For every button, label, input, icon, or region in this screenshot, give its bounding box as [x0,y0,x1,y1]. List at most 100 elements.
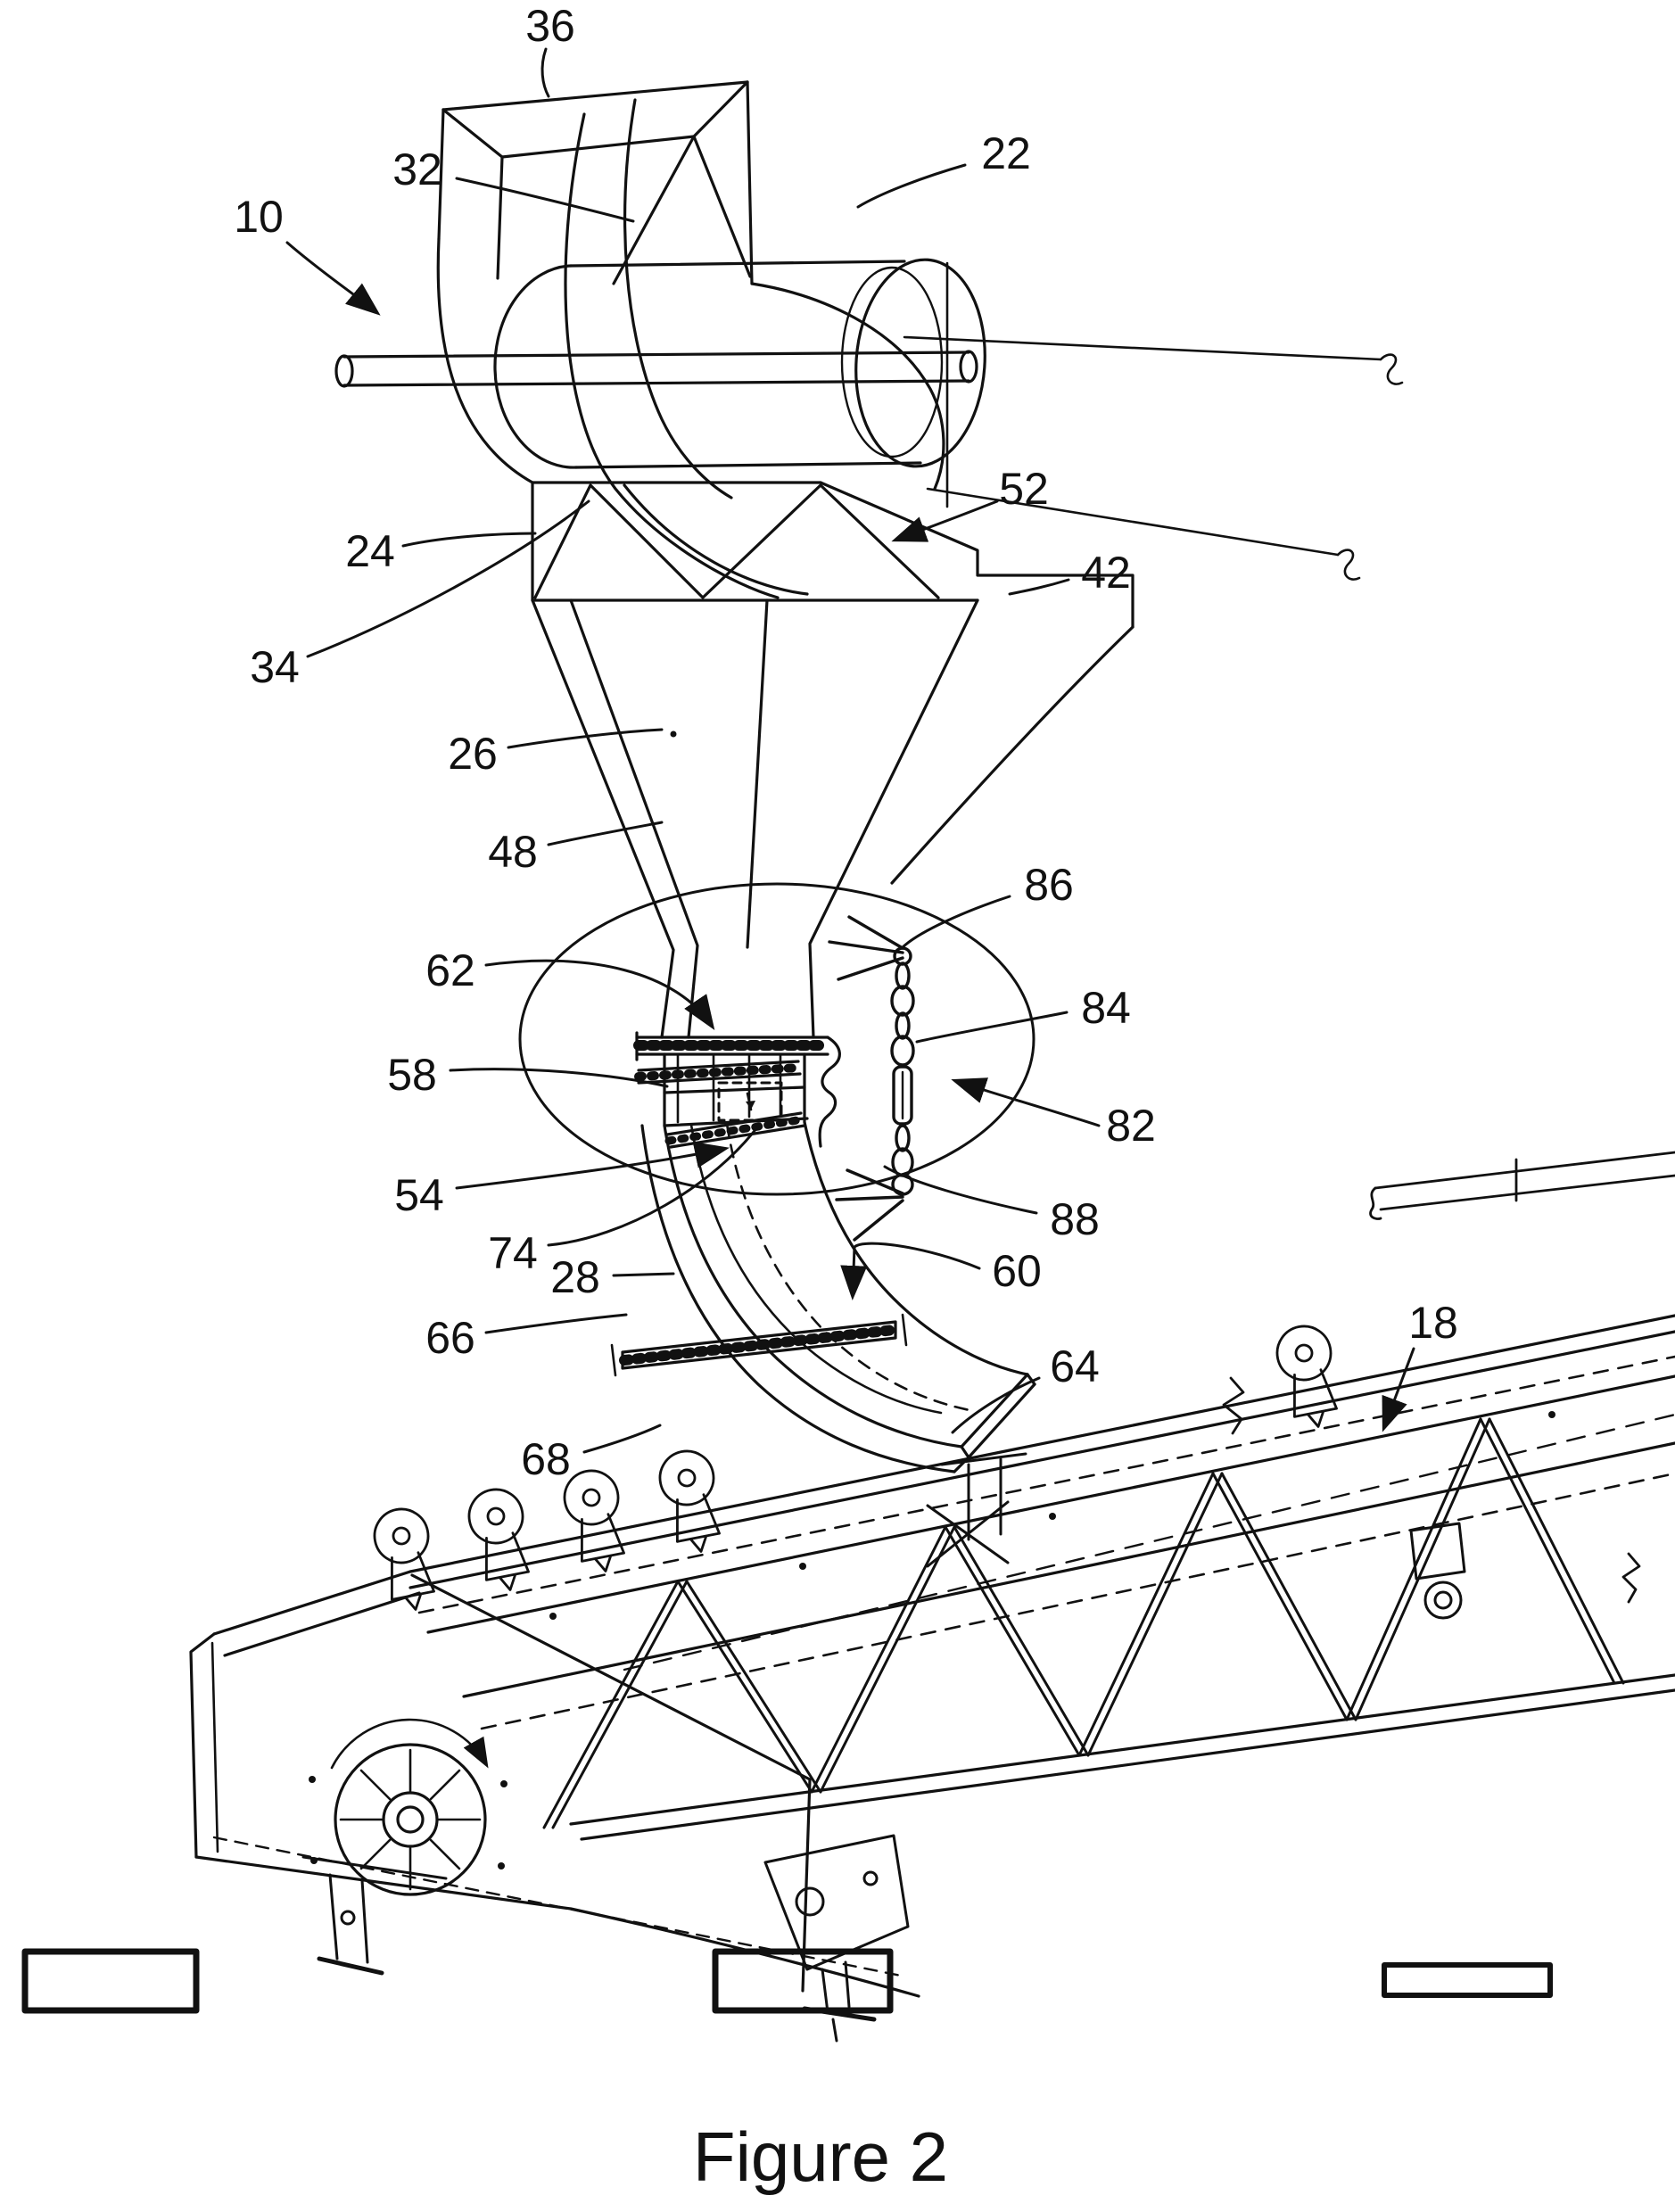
opening-74-dashed [717,1081,783,1122]
ref-label-18: 18 [1408,1298,1458,1348]
break-mark [1336,549,1361,581]
leader-lines [285,47,1415,1434]
ref-label-52: 52 [999,464,1049,514]
funnel-left-edge [531,598,675,1039]
discharge-spout [610,1120,1036,1473]
ref-label-82: 82 [1106,1101,1156,1151]
funnel-back-edge [890,625,1135,885]
ref-label-22: 22 [981,128,1031,178]
leader-42 [1008,578,1070,596]
ref-label-28: 28 [550,1252,600,1302]
drum-left-arc [493,264,578,469]
torn-edge [818,1036,841,1148]
ref-label-84: 84 [1081,983,1131,1033]
turnbuckle [892,1065,913,1126]
ref-label-32: 32 [392,144,442,194]
ref-label-42: 42 [1081,548,1131,598]
box-top-edge [441,80,749,111]
ref-label-54: 54 [394,1170,444,1220]
drum-shaft [342,351,970,359]
leader-62-arrow [484,959,715,1030]
chain-tensioner [828,915,915,1242]
funnel-right-edge [808,598,979,1039]
ref-label-68: 68 [521,1434,571,1484]
reference-labels: 10 36 32 22 52 42 24 34 26 48 62 58 54 7… [234,1,1458,1484]
drive-box [1409,1522,1466,1620]
flange-detail [633,1031,841,1149]
ground-pad-left [21,1948,200,2014]
ground-pad-right [1382,1962,1553,1998]
ref-label-24: 24 [345,526,395,576]
leader-34 [306,499,590,658]
leader-36 [540,47,550,98]
ref-label-64: 64 [1050,1341,1100,1391]
break-mark [1379,353,1404,385]
left-end-box [189,1570,920,1998]
drum-right-end [854,258,986,468]
truss-diagonals [542,1417,1625,1829]
spout-left-wall [663,1124,963,1449]
leader-74 [547,1122,762,1247]
clamp-deck-lower [665,1111,803,1136]
left-wall-profile [436,237,534,484]
detail-balloon [518,882,1036,1196]
leader-10-arrow [285,241,381,316]
leader-32 [455,177,635,223]
truss-bottom-chord [569,1673,1675,1826]
ref-label-60: 60 [992,1246,1042,1296]
leader-86 [901,895,1011,949]
leader-26 [507,728,664,749]
jack-stand [301,1855,448,1976]
ref-label-34: 34 [250,642,300,692]
spout-outer-shell [640,1124,956,1473]
spout-right-wall [803,1120,1029,1376]
ref-label-10: 10 [234,192,284,242]
leader-18-arrow [1382,1347,1415,1432]
break-away-line-upper [903,335,1382,361]
leader-48 [547,821,664,846]
leader-24 [401,532,537,548]
ref-label-36: 36 [525,1,575,51]
ref-label-66: 66 [425,1313,475,1363]
ground-pad-middle [712,1948,894,2014]
ref-label-86: 86 [1024,860,1074,910]
clamp-band [621,1320,897,1370]
conveyor-assembly [189,1151,1675,2043]
leader-68 [582,1424,662,1454]
leader-54-arrow [455,1142,730,1190]
leader-82-arrow [951,1077,1101,1127]
ref-label-58: 58 [387,1050,437,1100]
funnel [531,598,1135,1039]
ref-label-48: 48 [488,827,538,877]
hopper-top-assembly [436,80,945,599]
spout-landing [926,1452,1027,1568]
leader-58 [449,1068,669,1088]
leader-28 [612,1272,675,1277]
feed-drum [334,258,1404,581]
leader-52-arrow [891,499,999,542]
box-inner-rim [500,135,696,159]
conveyor-rollers [368,1320,1347,1616]
impeller-spokes [339,1748,482,1891]
trough-top-rail [408,1314,1675,1573]
ground-pads [21,1948,1553,2014]
chord-break-zigzag [1621,1552,1641,1604]
truss-top-chord [426,1374,1675,1634]
ref-label-62: 62 [425,945,475,995]
leader-60-arrow [840,1242,981,1300]
inner-spout-hidden [725,1122,976,1413]
break-marks-right [1222,1151,1675,1604]
band-x-bracing [533,483,940,599]
leader-22 [856,163,967,209]
ref-label-88: 88 [1050,1194,1100,1244]
collar-struts [676,1052,782,1124]
ref-label-26: 26 [448,729,498,779]
leader-84 [915,1011,1069,1044]
figure-caption: Figure 2 [693,2117,948,2196]
upper-spokes [828,915,904,981]
break-away-line-lower [926,487,1340,557]
rotation-arc [330,1718,489,1770]
leader-64 [951,1376,1041,1434]
